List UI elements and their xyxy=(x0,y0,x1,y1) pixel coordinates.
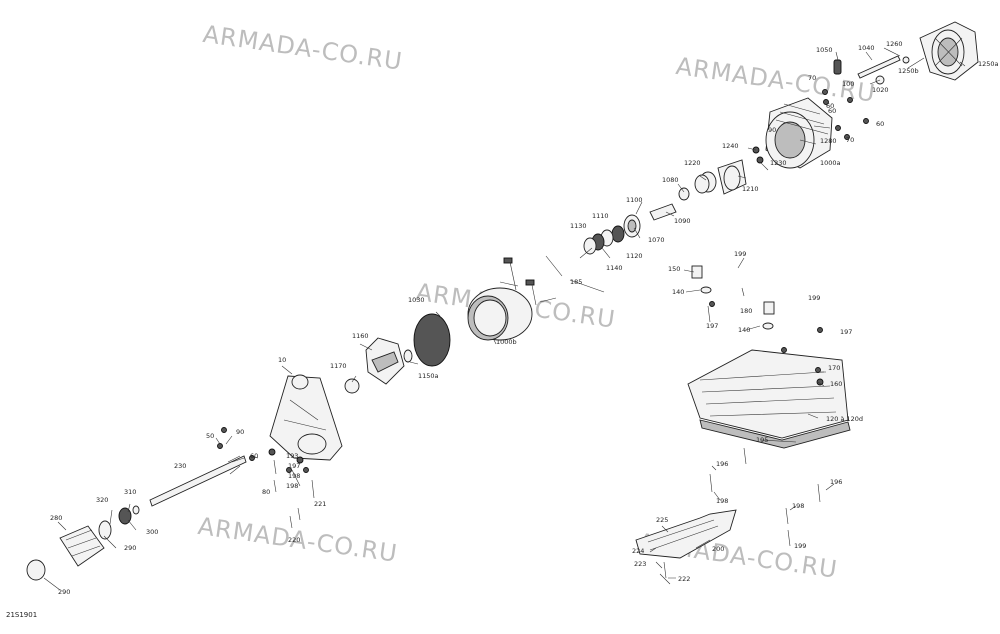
callout-200: 200 xyxy=(712,545,724,553)
fittings xyxy=(691,265,824,386)
callout-1000b: 1000b xyxy=(496,338,517,346)
callout-199: 199 xyxy=(734,250,746,258)
callout-185: 185 xyxy=(570,278,582,286)
callout-310: 310 xyxy=(124,488,136,496)
bolts-lower-right xyxy=(709,447,821,525)
callout-1140: 1140 xyxy=(606,264,623,272)
callout-221: 221 xyxy=(314,500,326,508)
callout-1050: 1050 xyxy=(816,46,833,54)
callout-1080: 1080 xyxy=(662,176,679,184)
callout-197b: 197 xyxy=(840,328,852,336)
callout-290: 290 xyxy=(124,544,136,552)
callout-10: 10 xyxy=(278,356,286,364)
callout-280: 280 xyxy=(50,514,62,522)
callout-223: 223 xyxy=(634,560,646,568)
callout-320: 320 xyxy=(96,496,108,504)
callout-193: 193 xyxy=(286,452,298,460)
callout-1220: 1220 xyxy=(684,159,701,167)
callout-225: 225 xyxy=(656,516,668,524)
fastener-pins xyxy=(273,459,315,529)
callout-160: 160 xyxy=(830,380,842,388)
nozzle-housing xyxy=(919,21,979,81)
leader-lines xyxy=(43,47,966,591)
callout-198: 198 xyxy=(716,497,728,505)
callout-197c: 197 xyxy=(288,462,300,470)
callout-180: 180 xyxy=(740,307,752,315)
ride-plate xyxy=(687,349,851,449)
callout-150: 150 xyxy=(668,265,680,273)
callout-90b: 90 xyxy=(236,428,244,436)
impeller-shaft-parts xyxy=(694,146,764,195)
callout-1120: 1120 xyxy=(626,252,643,260)
bearings-seals xyxy=(583,187,690,255)
callout-199c: 199 xyxy=(794,542,806,550)
callout-1250a: 1250a xyxy=(978,60,999,68)
callout-1280: 1280 xyxy=(820,137,837,145)
callout-120-range: 120 à 120d xyxy=(826,415,863,423)
callout-70b: 70 xyxy=(846,136,854,144)
callout-220: 220 xyxy=(288,536,300,544)
callout-230: 230 xyxy=(174,462,186,470)
callout-1020: 1020 xyxy=(872,86,889,94)
callout-196b: 196 xyxy=(830,478,842,486)
impeller xyxy=(344,337,413,394)
callout-1250b: 1250b xyxy=(898,67,919,75)
callout-198d: 198 xyxy=(286,482,298,490)
bolts-middle xyxy=(499,255,605,306)
callout-197: 197 xyxy=(706,322,718,330)
callout-90: 90 xyxy=(768,126,776,134)
wear-ring xyxy=(467,287,533,341)
callout-70: 70 xyxy=(808,74,816,82)
callout-60: 60 xyxy=(826,102,834,110)
steering-small-parts xyxy=(822,55,910,140)
callout-198b: 198 xyxy=(792,502,804,510)
callout-1040: 1040 xyxy=(858,44,875,52)
callout-100: 100 xyxy=(842,80,854,88)
callout-196: 196 xyxy=(716,460,728,468)
callout-80: 80 xyxy=(262,488,270,496)
callout-60b: 60 xyxy=(876,120,884,128)
callout-1130: 1130 xyxy=(570,222,587,230)
boot-seal xyxy=(26,505,140,581)
shaft-support xyxy=(268,374,343,464)
oring-1030 xyxy=(413,313,451,367)
callout-60c: 60 xyxy=(250,452,258,460)
callout-195: 195 xyxy=(756,436,768,444)
callout-140b: 140 xyxy=(738,326,750,334)
callout-170: 170 xyxy=(828,364,840,372)
callout-1260: 1260 xyxy=(886,40,903,48)
callout-1170: 1170 xyxy=(330,362,347,370)
diagram-reference-code: 21S1901 xyxy=(6,611,38,619)
callout-labels: 1050 1040 1260 1250a 1250b 1020 70 100 6… xyxy=(50,40,999,596)
callout-1210: 1210 xyxy=(742,185,759,193)
callout-1070: 1070 xyxy=(648,236,665,244)
callout-1230: 1230 xyxy=(770,159,787,167)
callout-1160: 1160 xyxy=(352,332,369,340)
callout-222: 222 xyxy=(678,575,690,583)
callout-1240: 1240 xyxy=(722,142,739,150)
callout-1000a: 1000a xyxy=(820,159,841,167)
callout-1110: 1110 xyxy=(592,212,609,220)
callout-1030: 1030 xyxy=(408,296,425,304)
callout-224: 224 xyxy=(632,547,644,555)
callout-50: 50 xyxy=(206,432,214,440)
pump-housing xyxy=(765,97,833,169)
callout-1090: 1090 xyxy=(674,217,691,225)
callout-300: 300 xyxy=(146,528,158,536)
callout-1100: 1100 xyxy=(626,196,643,204)
callout-140: 140 xyxy=(672,288,684,296)
callout-198c: 198 xyxy=(288,472,300,480)
callout-290b: 290 xyxy=(58,588,70,596)
intake-grate xyxy=(635,509,737,585)
callout-60d: 60 xyxy=(828,107,836,115)
callout-1150a: 1150a xyxy=(418,372,439,380)
callout-199b: 199 xyxy=(808,294,820,302)
